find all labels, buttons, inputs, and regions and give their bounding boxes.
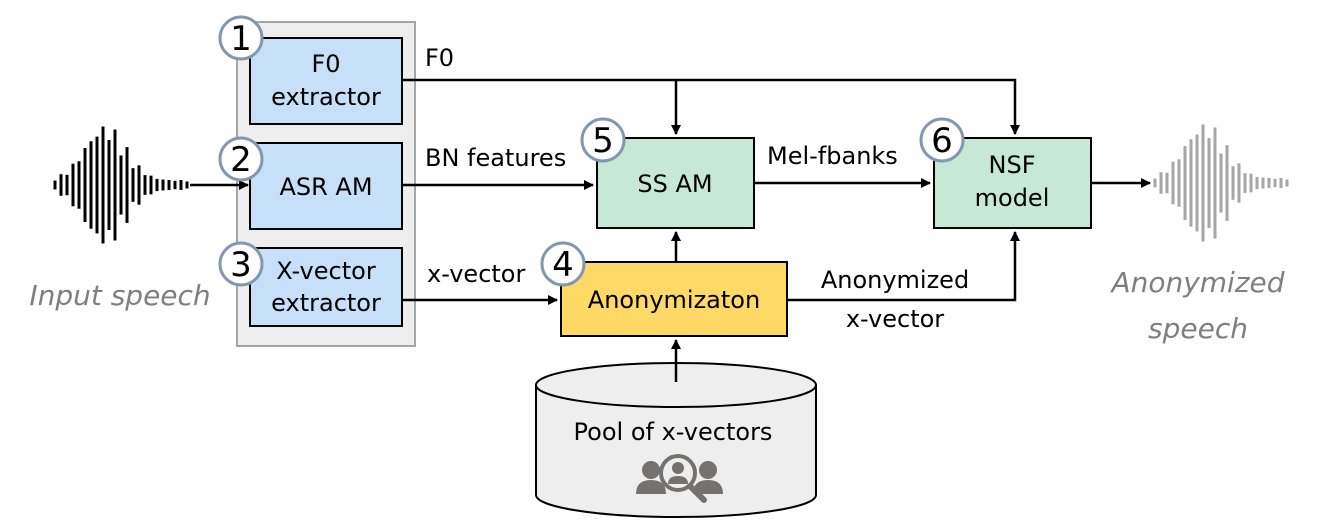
nsf-model-line2: model [975, 184, 1050, 212]
edge-label-xvector: x-vector [427, 260, 525, 288]
connectors [190, 78, 1151, 382]
f0-extractor-line1: F0 [311, 50, 340, 78]
svg-text:2: 2 [230, 140, 252, 180]
step-badge-4: 4 [540, 241, 586, 287]
people-search-icon [636, 454, 723, 503]
pool-label: Pool of x-vectors [574, 418, 773, 446]
input-speech-label: Input speech [29, 279, 210, 312]
arrow-anon-to-nsf [787, 231, 1020, 302]
svg-text:5: 5 [592, 121, 614, 161]
anonymization-label: Anonymizaton [588, 286, 760, 314]
step-badge-1: 1 [218, 15, 264, 61]
output-speech-label-line1: Anonymized [1109, 266, 1284, 299]
input-waveform-icon [53, 126, 189, 244]
xvector-extractor-line1: X-vector [276, 257, 376, 285]
xvector-extractor-line2: extractor [271, 289, 381, 317]
ss-am-label: SS AM [637, 170, 712, 198]
svg-text:4: 4 [552, 245, 574, 285]
edge-label-anonymized-line1: Anonymized [821, 266, 969, 294]
asr-am-box [249, 142, 403, 230]
xvector-extractor-box [249, 247, 403, 327]
svg-text:3: 3 [230, 245, 252, 285]
svg-text:6: 6 [931, 121, 953, 161]
step-badge-5: 5 [580, 117, 626, 163]
output-waveform-icon [1153, 124, 1289, 242]
edge-label-anonymized-line2: x-vector [846, 305, 944, 333]
step-badge-2: 2 [218, 136, 264, 182]
nsf-model-line1: NSF [989, 151, 1036, 179]
pool-of-xvectors-cylinder [535, 362, 817, 518]
svg-text:1: 1 [230, 19, 252, 59]
arrow-f0-to-nsf [402, 78, 1020, 135]
asr-am-label: ASR AM [279, 173, 372, 201]
f0-extractor-line2: extractor [271, 83, 381, 111]
edge-label-mel-fbanks: Mel-fbanks [767, 142, 898, 170]
edge-label-bn-features: BN features [425, 144, 566, 172]
step-badge-3: 3 [218, 241, 264, 287]
edge-label-f0: F0 [425, 44, 454, 72]
ss-am-box [596, 137, 755, 229]
anonymization-box [560, 261, 788, 337]
output-speech-label-line2: speech [1148, 312, 1248, 345]
step-badge-6: 6 [919, 117, 965, 163]
f0-extractor-box [249, 37, 403, 125]
